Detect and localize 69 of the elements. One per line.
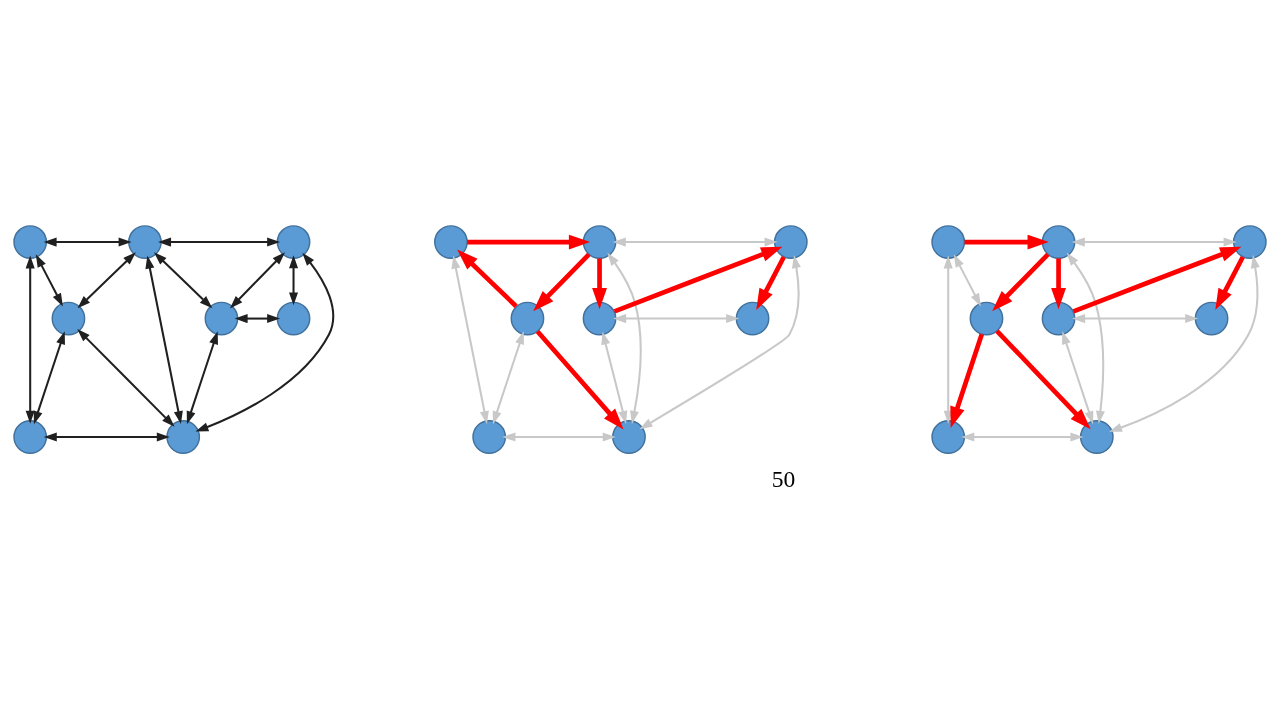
node-circle bbox=[276, 224, 311, 259]
node-circle bbox=[931, 419, 966, 454]
arrow bbox=[451, 255, 489, 424]
arrow bbox=[153, 251, 213, 308]
arrow bbox=[535, 329, 624, 429]
arrow bbox=[289, 254, 299, 305]
arrow bbox=[1109, 254, 1260, 432]
arrow bbox=[592, 257, 607, 309]
arrow bbox=[950, 332, 984, 428]
arrow bbox=[25, 255, 35, 424]
arrow bbox=[964, 234, 1049, 249]
node-circle bbox=[1232, 224, 1267, 259]
node-circle bbox=[128, 224, 162, 259]
arrow bbox=[961, 431, 1084, 442]
arrow bbox=[234, 313, 281, 323]
arrow bbox=[1072, 246, 1242, 314]
arrow bbox=[35, 253, 63, 306]
arrow bbox=[43, 237, 132, 247]
arrow bbox=[1072, 313, 1199, 323]
node-circle bbox=[582, 224, 617, 259]
arrow bbox=[613, 313, 740, 323]
arrow bbox=[457, 248, 518, 308]
node-circle bbox=[582, 301, 617, 335]
arrow bbox=[77, 328, 175, 427]
arrow bbox=[158, 237, 281, 247]
arrow bbox=[502, 431, 616, 442]
arrow bbox=[1066, 252, 1105, 424]
arrow bbox=[992, 252, 1050, 311]
node-circle bbox=[1079, 419, 1114, 454]
node-circle bbox=[612, 419, 646, 454]
arrow bbox=[639, 254, 801, 429]
arrow bbox=[186, 330, 218, 424]
node-circle bbox=[13, 419, 48, 454]
arrow bbox=[77, 251, 136, 308]
node-circle bbox=[13, 224, 48, 259]
arrow bbox=[1215, 255, 1245, 310]
node-circle bbox=[434, 224, 468, 259]
arrow bbox=[1062, 330, 1094, 424]
arrow bbox=[1071, 237, 1237, 247]
arrow bbox=[492, 330, 524, 424]
node-circle bbox=[1041, 301, 1076, 335]
label: 50 bbox=[771, 465, 796, 492]
arrow bbox=[995, 329, 1091, 429]
node-circle bbox=[1041, 224, 1076, 259]
arrow bbox=[601, 331, 628, 424]
arrow bbox=[756, 255, 786, 310]
node-circle bbox=[773, 224, 808, 259]
node-circle bbox=[276, 301, 311, 335]
node-circle bbox=[51, 301, 86, 335]
arrow bbox=[43, 431, 170, 442]
arrow bbox=[533, 252, 591, 311]
node-circle bbox=[166, 419, 201, 454]
arrow bbox=[1051, 257, 1066, 309]
node-circle bbox=[735, 301, 770, 335]
node-circle bbox=[510, 301, 545, 335]
arrow bbox=[195, 252, 335, 432]
arrow bbox=[145, 255, 183, 424]
arrow bbox=[467, 234, 591, 249]
node-circle bbox=[472, 419, 507, 454]
arrow bbox=[229, 251, 286, 308]
arrow bbox=[953, 253, 981, 306]
arrow bbox=[607, 252, 642, 424]
node-circle bbox=[931, 224, 966, 259]
node-circle bbox=[204, 301, 239, 335]
arrow bbox=[612, 237, 778, 247]
arrow bbox=[33, 330, 65, 424]
node-circle bbox=[1194, 301, 1229, 335]
arrow bbox=[613, 246, 783, 314]
node-circle bbox=[969, 301, 1004, 335]
